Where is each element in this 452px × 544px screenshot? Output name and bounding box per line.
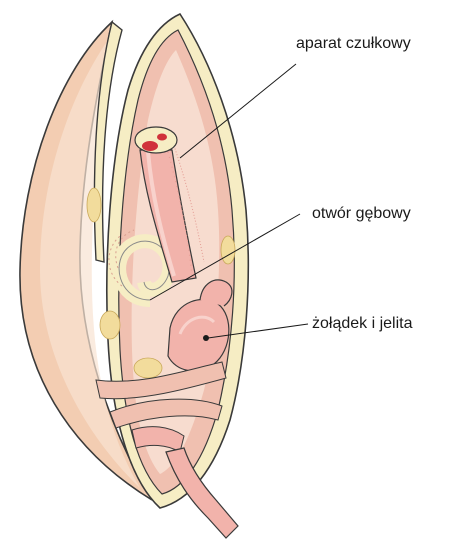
label-tentacle-apparatus: aparat czułkowy xyxy=(296,35,411,52)
label-mouth-opening: otwór gębowy xyxy=(312,205,411,222)
label-stomach-intestines: żołądek i jelita xyxy=(312,315,413,332)
